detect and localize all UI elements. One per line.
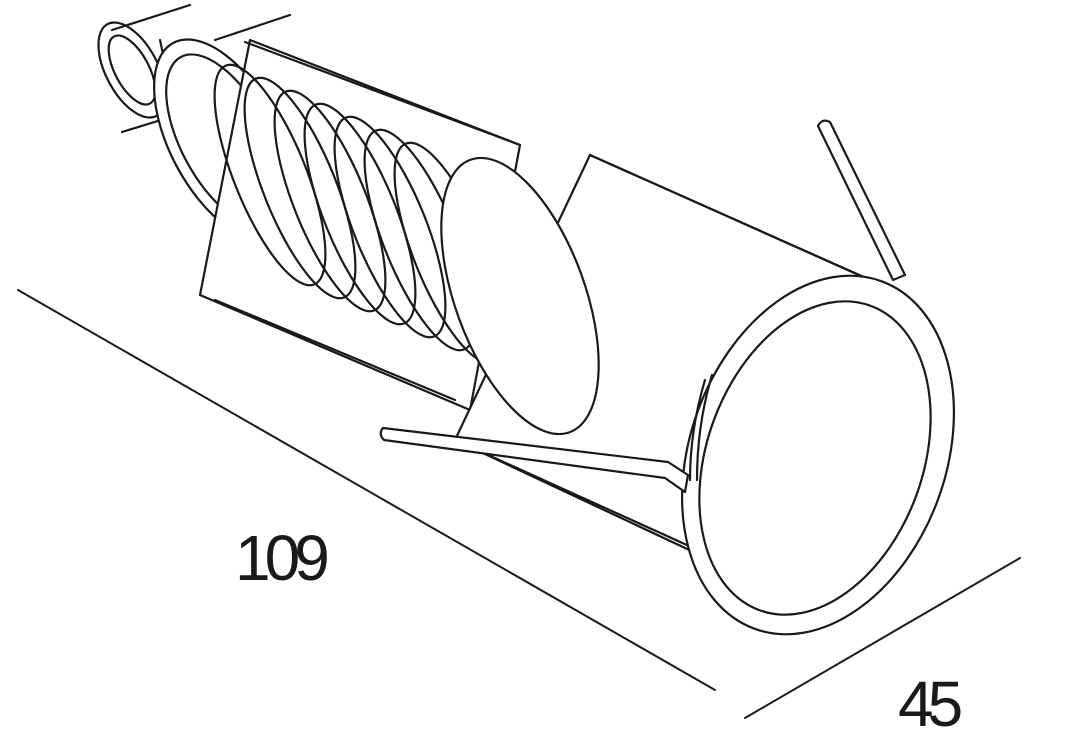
length-dimension-label: 109 xyxy=(235,522,327,594)
diameter-dimension: 45 xyxy=(744,557,1021,740)
diameter-dimension-line xyxy=(744,557,1021,719)
spring-clip-top xyxy=(816,119,907,282)
length-dimension: 109 xyxy=(17,289,716,691)
threaded-body xyxy=(198,38,522,412)
front-bezel xyxy=(680,274,956,636)
spring-clip-bottom xyxy=(379,426,690,494)
diameter-dimension-label: 45 xyxy=(898,668,961,740)
length-dimension-line xyxy=(17,289,716,691)
